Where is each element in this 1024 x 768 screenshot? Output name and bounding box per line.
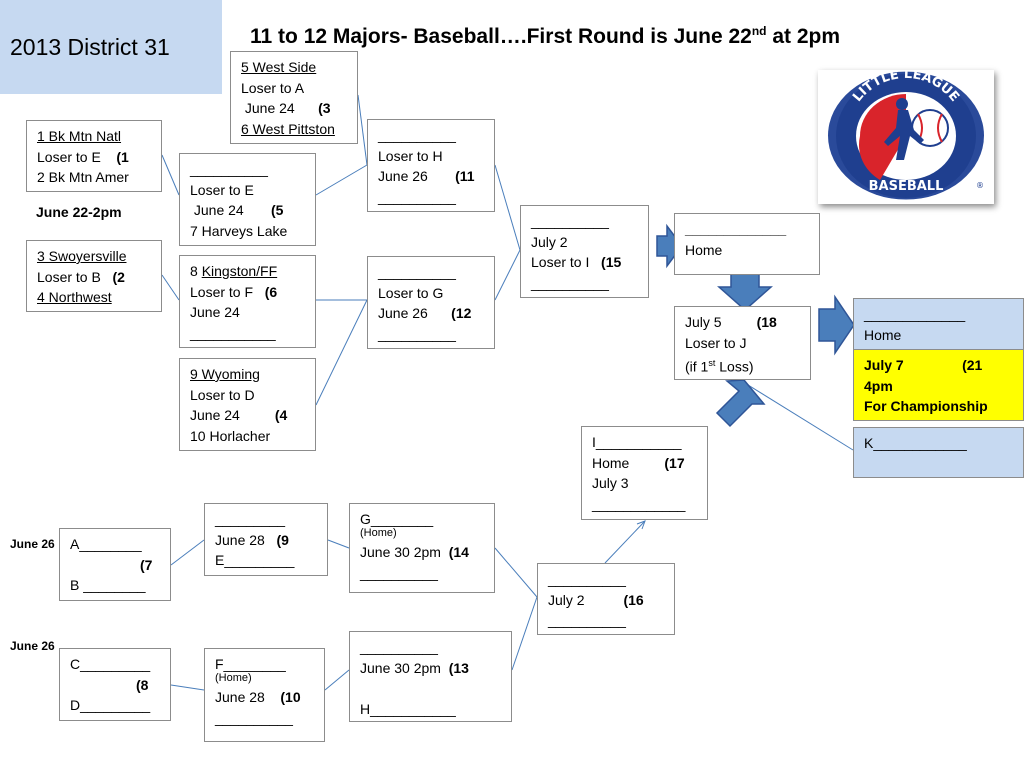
championship-game-box: July 7 (21 4pm For Championship bbox=[853, 349, 1024, 421]
side-date-1: June 26 bbox=[10, 537, 55, 551]
k-slot: K____________ bbox=[853, 427, 1024, 478]
svg-text:®: ® bbox=[976, 181, 984, 190]
home-slot-2: _____________ Home bbox=[853, 298, 1024, 350]
game-9-box: _________ June 28 (9 E_________ bbox=[204, 503, 328, 576]
page-title: 11 to 12 Majors- Baseball….First Round i… bbox=[250, 24, 841, 48]
date-label-june22: June 22-2pm bbox=[36, 204, 122, 220]
game-17-box: I___________ Home (17 July 3 ___________… bbox=[581, 426, 708, 520]
little-league-logo: LITTLE LEAGUE BASEBALL ® bbox=[818, 67, 994, 204]
game-8-box: C_________ (8 D_________ bbox=[59, 648, 171, 721]
game-18-box: July 5 (18 Loser to J (if 1st Loss) bbox=[674, 306, 811, 380]
game-5-box: __________ Loser to E June 24 (5 7 Harve… bbox=[179, 153, 316, 246]
game-6-box: 8 Kingston/FF Loser to F (6 June 24 ____… bbox=[179, 255, 316, 348]
game-12-box: __________ Loser to G June 26 (12 ______… bbox=[367, 256, 495, 349]
game-14-box: G________ (Home) June 30 2pm (14 _______… bbox=[349, 503, 495, 593]
game-16-box: __________ July 2 (16 __________ bbox=[537, 563, 675, 635]
svg-text:BASEBALL: BASEBALL bbox=[869, 179, 944, 194]
game-15-box: __________ July 2 Loser to I (15 _______… bbox=[520, 205, 649, 298]
game-7-box: A________ (7 B ________ bbox=[59, 528, 171, 601]
game-1-box: 1 Bk Mtn Natl Loser to E (1 2 Bk Mtn Ame… bbox=[26, 120, 162, 192]
side-date-2: June 26 bbox=[10, 639, 55, 653]
game-2-box: 3 Swoyersville Loser to B (2 4 Northwest bbox=[26, 240, 162, 312]
game-4-box: 9 Wyoming Loser to D June 24 (4 10 Horla… bbox=[179, 358, 316, 451]
home-slot-1: _____________ Home bbox=[674, 213, 820, 275]
district-banner: 2013 District 31 bbox=[0, 0, 222, 94]
game-3-box: 5 West Side Loser to A June 24 (3 6 West… bbox=[230, 51, 358, 144]
game-11-box: __________ Loser to H June 26 (11 ______… bbox=[367, 119, 495, 212]
district-label: 2013 District 31 bbox=[10, 34, 170, 60]
game-13-box: __________ June 30 2pm (13 H___________ bbox=[349, 631, 512, 722]
game-10-box: F________ (Home) June 28 (10 __________ bbox=[204, 648, 325, 742]
